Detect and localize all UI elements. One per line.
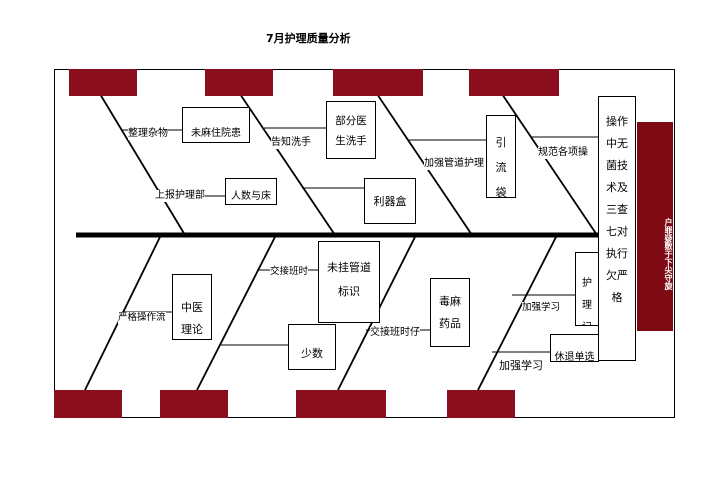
cause-box: 休退单选 <box>550 334 599 362</box>
category-box-lower-4 <box>447 390 515 418</box>
cause-label: 整理杂物 <box>128 128 168 140</box>
cause-label: 严格操作流 <box>118 312 166 324</box>
category-box-lower-2 <box>160 390 228 418</box>
cause-box: 未挂管道标识 <box>318 241 380 323</box>
cause-box: 操作中无菌技术及三查七对执行欠严格 <box>598 96 636 361</box>
cause-label: 加强学习 <box>499 359 543 372</box>
category-box-upper-4 <box>469 69 559 96</box>
cause-box: 少数 <box>288 324 336 370</box>
effect-box: 户罪疑敷于下尖守旋 <box>637 122 673 331</box>
cause-label: 交接班时 <box>270 266 309 278</box>
cause-box: 中医理论 <box>172 274 212 340</box>
cause-box: 部分医生洗手 <box>326 101 376 159</box>
bone-upper-4 <box>501 93 598 236</box>
page-title: 7月护理质量分析 <box>266 32 351 45</box>
cause-box: 引流袋 <box>486 115 516 198</box>
bone-upper-1 <box>99 93 186 236</box>
category-box-upper-2 <box>205 69 273 96</box>
cause-box: 毒麻药品 <box>430 278 470 347</box>
bone-upper-2 <box>239 93 336 236</box>
cause-label: 规范各项操 <box>538 147 588 159</box>
category-box-upper-1 <box>69 69 137 96</box>
cause-label: 加强学习 <box>522 302 561 314</box>
cause-box: 护理记录 <box>575 252 599 326</box>
cause-box: 人数与床 <box>225 178 277 205</box>
bone-lower-2 <box>196 236 276 391</box>
category-box-upper-3 <box>333 69 423 96</box>
cause-box: 未麻住院患 <box>182 107 250 143</box>
cause-label: 加强管道护理 <box>424 158 484 170</box>
cause-label: 上报护理部 <box>155 190 205 202</box>
cause-label: 告知洗手 <box>271 137 311 149</box>
category-box-lower-1 <box>54 390 122 418</box>
cause-label: 交接班时仔 <box>370 327 420 339</box>
bone-lower-4 <box>477 236 557 391</box>
cause-box: 利器盒 <box>364 178 416 224</box>
category-box-lower-3 <box>296 390 386 418</box>
